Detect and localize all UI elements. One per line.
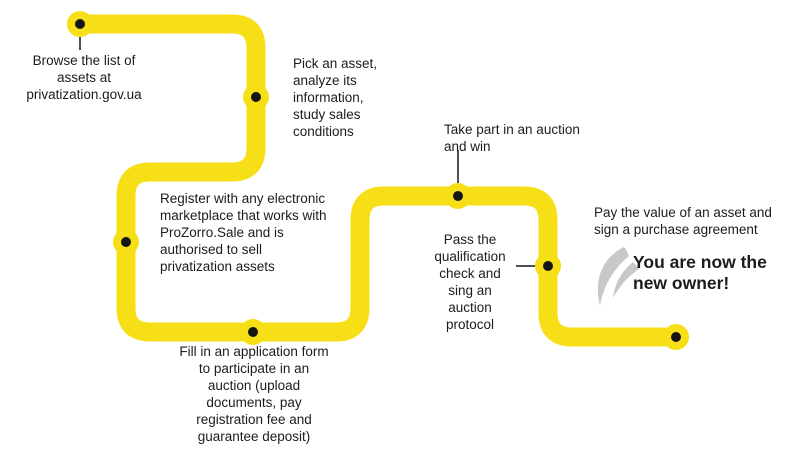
step-node-1: [67, 11, 93, 37]
step-label-application: Fill in an application form to participa…: [179, 344, 329, 444]
step-label-qualification: Pass the qualification check and sing an…: [434, 232, 506, 332]
step-node-5: [445, 183, 471, 209]
step-node-7: [663, 324, 689, 350]
step-label-register: Register with any electronic marketplace…: [160, 191, 327, 274]
final-owner-message: You are now the new owner!: [633, 252, 767, 293]
step-label-browse: Browse the list of assets at privatizati…: [26, 53, 142, 102]
step-label-pick: Pick an asset, analyze its information, …: [293, 56, 378, 139]
step-node-3: [113, 229, 139, 255]
step-node-4: [240, 319, 266, 345]
step-node-2: [243, 84, 269, 110]
wing-swoosh-icon: [597, 247, 639, 306]
step-node-6: [535, 253, 561, 279]
step-label-payment: Pay the value of an asset and sign a pur…: [594, 205, 772, 237]
step-label-auction: Take part in an auction and win: [444, 122, 580, 154]
